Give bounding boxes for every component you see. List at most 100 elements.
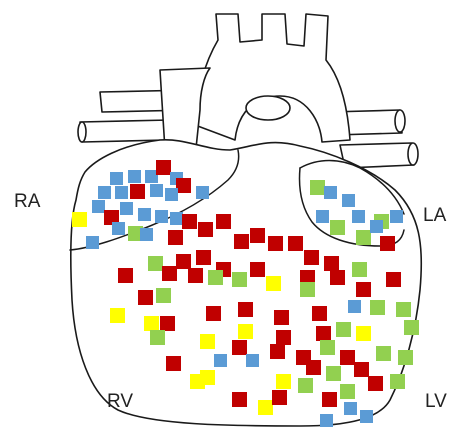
label-la: LA — [423, 205, 447, 226]
green-marker — [300, 282, 315, 297]
yellow-marker — [144, 316, 159, 331]
red-marker — [272, 390, 287, 405]
red-marker — [322, 392, 337, 407]
aortic-arch — [195, 14, 350, 142]
red-marker — [316, 326, 331, 341]
blue-marker — [128, 170, 141, 183]
blue-marker — [246, 354, 259, 367]
green-marker — [326, 366, 341, 381]
blue-marker — [165, 188, 178, 201]
left-vessel-upper-opening — [395, 110, 405, 132]
yellow-marker — [238, 324, 253, 339]
green-marker — [376, 346, 391, 361]
red-marker — [188, 268, 203, 283]
right-vessel-lower-opening — [78, 122, 86, 142]
blue-marker — [324, 186, 337, 199]
blue-marker — [115, 186, 128, 199]
red-marker — [380, 236, 395, 251]
red-marker — [324, 256, 339, 271]
red-marker — [166, 356, 181, 371]
yellow-marker — [190, 374, 205, 389]
green-marker — [310, 180, 325, 195]
red-marker — [160, 316, 175, 331]
red-marker — [386, 272, 401, 287]
red-marker — [176, 254, 191, 269]
yellow-marker — [258, 400, 273, 415]
blue-marker — [170, 212, 183, 225]
green-marker — [340, 384, 355, 399]
blue-marker — [120, 202, 133, 215]
blue-marker — [316, 210, 329, 223]
red-marker — [234, 234, 249, 249]
green-marker — [148, 256, 163, 271]
blue-marker — [86, 236, 99, 249]
red-marker — [268, 236, 283, 251]
red-marker — [130, 184, 145, 199]
green-marker — [356, 230, 371, 245]
label-rv: RV — [107, 391, 133, 412]
red-marker — [138, 290, 153, 305]
red-marker — [232, 392, 247, 407]
blue-marker — [320, 414, 333, 427]
red-marker — [168, 230, 183, 245]
green-marker — [396, 302, 411, 317]
red-marker — [304, 250, 319, 265]
red-marker — [162, 266, 177, 281]
blue-marker — [360, 410, 373, 423]
label-ra: RA — [14, 191, 41, 212]
green-marker — [232, 272, 247, 287]
yellow-marker — [200, 334, 215, 349]
green-marker — [298, 378, 313, 393]
blue-marker — [344, 402, 357, 415]
blue-marker — [214, 354, 227, 367]
green-marker — [320, 340, 335, 355]
red-marker — [306, 360, 321, 375]
red-marker — [196, 250, 211, 265]
red-marker — [176, 178, 191, 193]
green-marker — [156, 288, 171, 303]
blue-marker — [92, 200, 105, 213]
red-marker — [206, 306, 221, 321]
red-marker — [368, 376, 383, 391]
green-marker — [398, 350, 413, 365]
red-marker — [232, 340, 247, 355]
yellow-marker — [276, 374, 291, 389]
blue-marker — [370, 220, 383, 233]
blue-marker — [140, 228, 153, 241]
red-marker — [276, 330, 291, 345]
red-marker — [340, 350, 355, 365]
red-marker — [238, 302, 253, 317]
red-marker — [356, 282, 371, 297]
blue-marker — [342, 194, 355, 207]
yellow-marker — [110, 308, 125, 323]
red-marker — [354, 362, 369, 377]
blue-marker — [348, 300, 361, 313]
blue-marker — [196, 186, 209, 199]
red-marker — [198, 222, 213, 237]
blue-marker — [112, 222, 125, 235]
label-lv: LV — [425, 391, 447, 412]
red-marker — [182, 214, 197, 229]
green-marker — [390, 374, 405, 389]
green-marker — [404, 320, 419, 335]
left-vessel-lower-opening — [408, 143, 418, 165]
right-vessel-lower — [80, 120, 170, 142]
blue-marker — [155, 210, 168, 223]
red-marker — [270, 344, 285, 359]
yellow-marker — [356, 326, 371, 341]
red-marker — [250, 228, 265, 243]
blue-marker — [138, 208, 151, 221]
great-vessels — [78, 14, 418, 168]
red-marker — [216, 214, 231, 229]
red-marker — [330, 270, 345, 285]
yellow-marker — [266, 276, 281, 291]
blue-marker — [150, 184, 163, 197]
blue-marker — [110, 172, 123, 185]
red-marker — [312, 306, 327, 321]
red-marker — [156, 160, 171, 175]
green-marker — [370, 300, 385, 315]
blue-marker — [390, 210, 403, 223]
green-marker — [150, 330, 165, 345]
blue-marker — [98, 186, 111, 199]
